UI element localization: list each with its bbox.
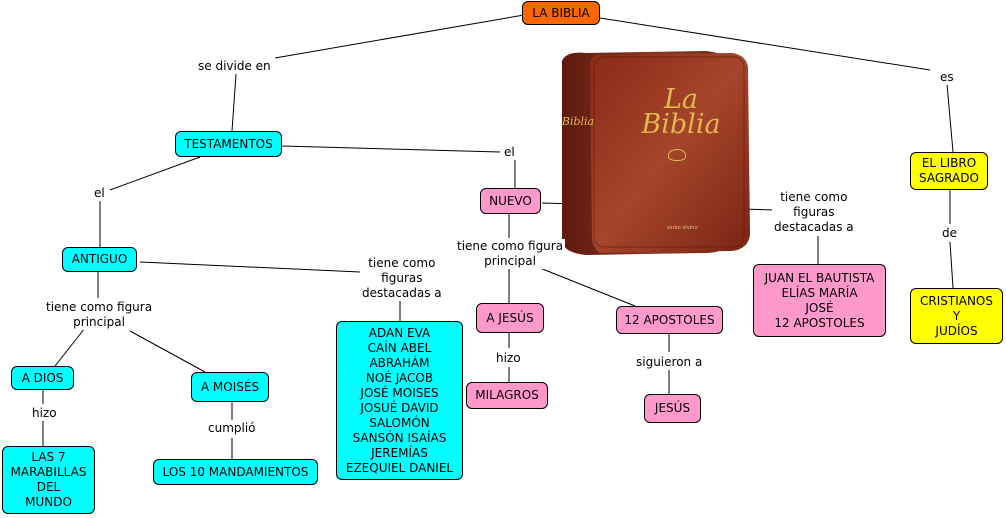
label-de: de [940,226,959,241]
node-testamentos[interactable]: TESTAMENTOS [175,131,282,157]
label-el-nuevo: el [502,145,517,160]
cover-title: La Biblia [641,84,721,140]
label-figura-nuevo: tiene como figura principal [455,239,566,269]
node-libro-sagrado[interactable]: EL LIBRO SAGRADO [910,152,988,190]
label-figuras-destacadas-nuevo: tiene como figuras destacadas a [772,190,856,235]
node-mandamientos[interactable]: LOS 10 MANDAMIENTOS [153,459,318,485]
node-figuras-nuevo[interactable]: JUAN EL BAUTISTA ELÍAS MARÍA JOSÉ 12 APO… [753,264,886,337]
node-a-jesus[interactable]: A JESÚS [476,303,544,333]
node-cristianos-judios[interactable]: CRISTIANOS Y JUDÍOS [910,288,1003,344]
label-figura-antiguo: tiene como figura principal [44,300,155,330]
label-hizo-jesus: hizo [494,351,523,366]
label-se-divide-en: se divide en [196,59,273,74]
node-milagros[interactable]: MILAGROS [466,382,548,409]
node-figuras-antiguo[interactable]: ADAN EVA CAÍN ABEL ABRAHÁM NOÉ JACOB JOS… [336,321,463,480]
bible-book-image: La Biblia Biblia verbo divino [556,47,754,257]
node-a-moises[interactable]: A MOISÉS [191,372,269,402]
label-figuras-destacadas-antiguo: tiene como figuras destacadas a [360,256,444,301]
label-cumplio: cumplió [206,421,258,436]
label-es: es [938,70,956,85]
node-marabillas[interactable]: LAS 7 MARABILLAS DEL MUNDO [2,446,95,514]
node-12-apostoles[interactable]: 12 APOSTOLES [616,306,723,334]
publisher-label: verbo divino [666,225,698,231]
spine-title: Biblia [561,115,595,128]
node-a-dios[interactable]: A DIOS [11,366,74,390]
label-hizo-dios: hizo [30,406,59,421]
node-la-biblia[interactable]: LA BIBLIA [522,1,600,25]
node-antiguo[interactable]: ANTIGUO [62,247,137,272]
label-el-antiguo: el [92,186,107,201]
node-nuevo[interactable]: NUEVO [480,188,541,214]
dove-emblem [668,149,686,161]
label-siguieron-a: siguieron a [634,355,705,370]
node-jesus[interactable]: JESÚS [644,394,701,423]
